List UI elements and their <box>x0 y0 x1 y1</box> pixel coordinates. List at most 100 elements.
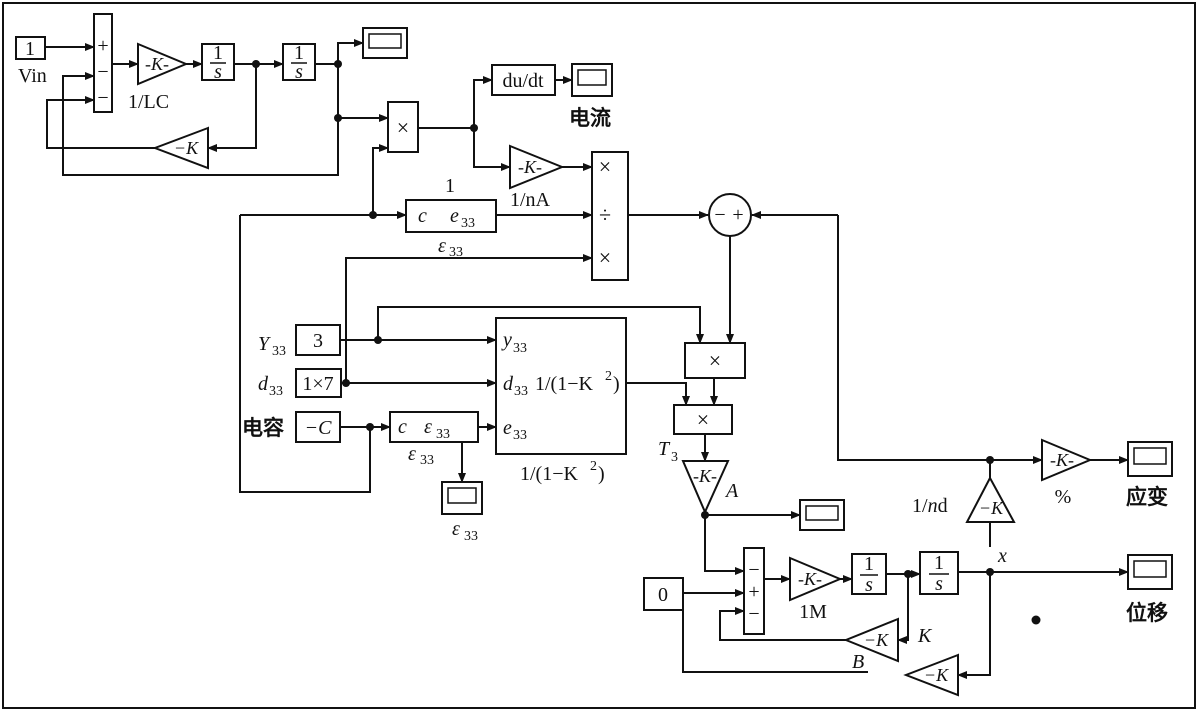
gain-percent-k: -K- <box>1050 450 1074 470</box>
product-divide-block[interactable] <box>591 151 629 281</box>
c-e33-block-top[interactable] <box>405 199 497 233</box>
subsys-y-sub: 33 <box>513 341 527 356</box>
ce33-e-sub: 33 <box>461 216 475 231</box>
y33-label: Y <box>258 333 271 355</box>
subsys-y: y <box>501 329 512 351</box>
gain-1-nd-label-a: 1/nd <box>912 495 948 517</box>
sum2-minus-b: − <box>748 603 759 625</box>
y33-constant[interactable] <box>295 324 341 356</box>
gain-a-k: -K- <box>693 466 717 486</box>
integrator-1-den: s <box>214 61 222 83</box>
product-3-symbol: × <box>697 407 709 432</box>
scope-eps33-label: ε <box>452 518 460 540</box>
displacement-label: 位移 <box>1126 601 1168 625</box>
ceps-below-sub: 33 <box>420 453 434 468</box>
gain-1m-k: -K- <box>798 569 822 589</box>
scope-eps33-sub: 33 <box>464 529 478 544</box>
integrator-2-num: 1 <box>294 42 304 64</box>
ce33-e: e <box>450 205 459 227</box>
gain-a[interactable] <box>681 460 730 515</box>
gain-1-lc-k: -K- <box>145 54 169 74</box>
zero-constant[interactable] <box>643 577 684 611</box>
integrator-1[interactable] <box>201 43 235 81</box>
percent-label: % <box>1055 486 1072 508</box>
sum-circle-minus: − <box>714 204 725 226</box>
ce33-top-one: 1 <box>445 175 455 197</box>
sum-circle[interactable] <box>708 193 752 237</box>
neg-c-constant[interactable] <box>295 411 341 443</box>
sum2-plus: + <box>748 581 759 603</box>
gain-1-na-label: 1/nA <box>510 189 551 211</box>
ce33-eps-sub: 33 <box>449 245 463 260</box>
gain-1-lc-label: 1/LC <box>128 91 169 113</box>
t3-sub: 3 <box>671 450 678 465</box>
integrator-4-num: 1 <box>934 552 944 574</box>
subsys-caption: 1/(1−K <box>520 463 578 485</box>
subsys-d: d <box>503 373 514 395</box>
pd-divide: ÷ <box>599 202 611 227</box>
gain-1-nd[interactable] <box>965 475 1016 523</box>
pd-mult-1: × <box>599 154 611 179</box>
vin-label: Vin <box>18 65 47 87</box>
gain-k-damping-label: −K <box>864 630 889 650</box>
gain-b-stiffness[interactable] <box>903 653 959 697</box>
derivative-label: du/dt <box>502 70 544 92</box>
subsys-e-sub: 33 <box>513 428 527 443</box>
sum-block-2[interactable] <box>743 547 765 635</box>
gain-neg-k-top[interactable] <box>152 126 209 170</box>
derivative-block[interactable] <box>491 64 556 96</box>
d33-label-sub: 33 <box>269 384 283 399</box>
product-2-symbol: × <box>709 348 721 373</box>
d33-constant[interactable] <box>295 368 342 398</box>
t3-label: T <box>658 438 671 460</box>
integrator-2-den: s <box>295 61 303 83</box>
gain-1m[interactable] <box>789 556 843 602</box>
subsys-d-sub: 33 <box>514 384 528 399</box>
gain-neg-k-top-label: −K <box>174 138 199 158</box>
integrator-2[interactable] <box>282 43 316 81</box>
subsys-frac: 1/(1−K <box>535 373 593 395</box>
subsys-caption-sq: 2 <box>590 459 597 474</box>
coupling-subsystem[interactable] <box>495 317 627 455</box>
integrator-3-num: 1 <box>864 553 874 575</box>
gain-a-label: A <box>724 480 739 502</box>
strain-label: 应变 <box>1126 485 1168 509</box>
d33-value: 1×7 <box>302 373 333 395</box>
product-block-3[interactable] <box>673 404 733 435</box>
k-label: K <box>917 625 933 647</box>
scope-middle[interactable] <box>799 499 845 531</box>
ceps-eps: ε <box>424 416 432 438</box>
gain-1-lc[interactable] <box>137 42 189 86</box>
pd-mult-2: × <box>599 245 611 270</box>
ce33-eps-label: ε <box>438 235 446 257</box>
gain-1-na[interactable] <box>509 144 565 190</box>
b-label: B <box>852 651 864 673</box>
junctions <box>252 60 1041 625</box>
ceps-c: c <box>398 416 407 438</box>
gain-b-label-k: −K <box>924 665 949 685</box>
integrator-3-den: s <box>865 574 873 596</box>
gain-k-damping[interactable] <box>843 617 899 663</box>
subsys-frac-close: ) <box>613 373 620 395</box>
wires <box>45 39 1129 679</box>
product-block-1[interactable] <box>387 101 419 153</box>
y33-label-sub: 33 <box>272 344 286 359</box>
ce33-c: c <box>418 205 427 227</box>
c-eps33-block-bottom[interactable] <box>389 411 479 443</box>
integrator-3[interactable] <box>851 553 887 595</box>
vin-constant-value: 1 <box>25 38 35 60</box>
subsys-frac-sq: 2 <box>605 369 612 384</box>
product-block-2[interactable] <box>684 342 746 379</box>
scope-top[interactable] <box>362 27 408 59</box>
integrator-4[interactable] <box>919 551 959 595</box>
sum2-minus: − <box>748 559 759 581</box>
subsys-e: e <box>503 417 512 439</box>
d33-label: d <box>258 373 269 395</box>
vin-constant-block[interactable] <box>15 36 46 60</box>
gain-percent[interactable] <box>1041 438 1093 482</box>
neg-c-value: −C <box>305 417 332 439</box>
sum-block-1[interactable] <box>93 13 113 113</box>
sum1-minus-a: − <box>97 61 108 83</box>
